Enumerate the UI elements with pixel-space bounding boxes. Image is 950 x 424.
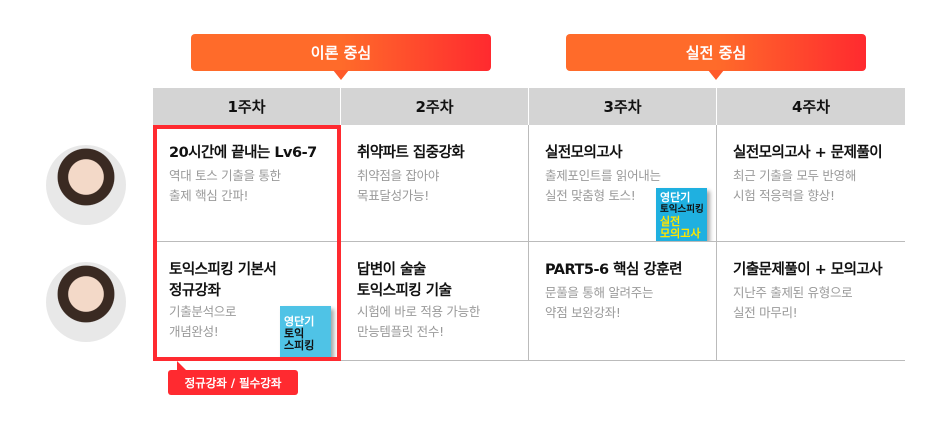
course-cell[interactable]: 토익스피킹 기본서 정규강좌 기출분석으로 개념완성! 영단기 토익 스피킹 <box>153 242 341 360</box>
course-title: 실전모의고사 <box>545 145 623 161</box>
banner-label: 실전 중심 <box>685 44 747 62</box>
course-title: 실전모의고사 + 문제풀이 <box>733 145 883 161</box>
course-desc: 실전 맞춤형 토스! <box>545 188 636 203</box>
week-header: 3주차 <box>529 88 717 125</box>
course-desc: 문풀을 통해 알려주는 <box>545 285 654 300</box>
required-course-tag: 정규강좌 / 필수강좌 <box>168 361 298 395</box>
table-row: 20시간에 끝내는 Lv6-7 역대 토스 기출을 통한 출제 핵심 간파! 취… <box>153 125 905 242</box>
course-desc: 시험에 바로 적용 가능한 <box>357 304 481 319</box>
book-text: 실전 <box>660 215 681 228</box>
instructor-avatar-2 <box>46 262 126 342</box>
theory-focus-banner: 이론 중심 <box>191 34 491 80</box>
course-cell[interactable]: 실전모의고사 출제포인트를 읽어내는 실전 맞춤형 토스! 영단기 토익스피킹 … <box>529 125 717 241</box>
course-desc: 개념완성! <box>169 324 219 339</box>
course-cell[interactable]: 20시간에 끝내는 Lv6-7 역대 토스 기출을 통한 출제 핵심 간파! <box>153 125 341 241</box>
course-desc: 실전 마무리! <box>733 305 798 320</box>
course-cell[interactable]: 기출문제풀이 + 모의고사 지난주 출제된 유형으로 실전 마무리! <box>717 242 905 360</box>
course-title: 기출문제풀이 + 모의고사 <box>733 262 883 278</box>
course-desc: 지난주 출제된 유형으로 <box>733 285 853 300</box>
course-desc: 목표달성가능! <box>357 188 429 203</box>
course-title: 답변이 술술 <box>357 262 426 278</box>
book-cover-basic: 영단기 토익 스피킹 <box>280 306 331 360</box>
book-text: 영단기 <box>284 315 315 328</box>
week-header: 1주차 <box>153 88 341 125</box>
course-desc: 최근 기출을 모두 반영해 <box>733 168 857 183</box>
course-title: 토익스피킹 기술 <box>357 283 452 299</box>
book-cover-mock-test: 영단기 토익스피킹 실전 모의고사 <box>656 188 707 241</box>
course-desc: 시험 적응력을 향상! <box>733 188 835 203</box>
instructor-avatar-1 <box>46 145 126 225</box>
book-text: 영단기 <box>660 191 691 204</box>
table-row: 토익스피킹 기본서 정규강좌 기출분석으로 개념완성! 영단기 토익 스피킹 답… <box>153 242 905 361</box>
week-header-row: 1주차 2주차 3주차 4주차 <box>153 88 905 125</box>
banner-pointer <box>333 70 349 80</box>
course-desc: 약점 보완강좌! <box>545 305 621 320</box>
schedule-table: 1주차 2주차 3주차 4주차 20시간에 끝내는 Lv6-7 역대 토스 기출… <box>153 88 905 361</box>
practice-focus-banner: 실전 중심 <box>566 34 866 80</box>
course-title: 20시간에 끝내는 Lv6-7 <box>169 145 317 161</box>
course-cell[interactable]: 취약파트 집중강화 취약점을 잡아야 목표달성가능! <box>341 125 529 241</box>
course-desc: 출제 핵심 간파! <box>169 188 249 203</box>
book-text: 스피킹 <box>284 339 315 352</box>
week-header: 2주차 <box>341 88 529 125</box>
book-text: 토익 <box>284 327 305 340</box>
week-header: 4주차 <box>791 98 831 116</box>
course-cell[interactable]: 실전모의고사 + 문제풀이 최근 기출을 모두 반영해 시험 적응력을 향상! <box>717 125 905 241</box>
course-desc: 기출분석으로 <box>169 304 237 319</box>
banner-label: 이론 중심 <box>310 44 372 62</box>
course-desc: 만능템플릿 전수! <box>357 324 444 339</box>
course-desc: 취약점을 잡아야 <box>357 168 440 183</box>
course-cell[interactable]: PART5-6 핵심 강훈련 문풀을 통해 알려주는 약점 보완강좌! <box>529 242 717 360</box>
course-cell[interactable]: 답변이 술술 토익스피킹 기술 시험에 바로 적용 가능한 만능템플릿 전수! <box>341 242 529 360</box>
course-title: 취약파트 집중강화 <box>357 145 465 161</box>
book-text: 토익스피킹 <box>660 204 704 215</box>
course-desc: 출제포인트를 읽어내는 <box>545 168 661 183</box>
tag-pointer <box>177 361 187 371</box>
banner-pointer <box>708 70 724 80</box>
book-text: 모의고사 <box>660 227 701 240</box>
tag-label: 정규강좌 / 필수강좌 <box>184 375 282 390</box>
course-title: 토익스피킹 기본서 <box>169 262 277 278</box>
course-title: PART5-6 핵심 강훈련 <box>545 262 682 278</box>
course-desc: 역대 토스 기출을 통한 <box>169 168 281 183</box>
course-title: 정규강좌 <box>169 283 221 299</box>
